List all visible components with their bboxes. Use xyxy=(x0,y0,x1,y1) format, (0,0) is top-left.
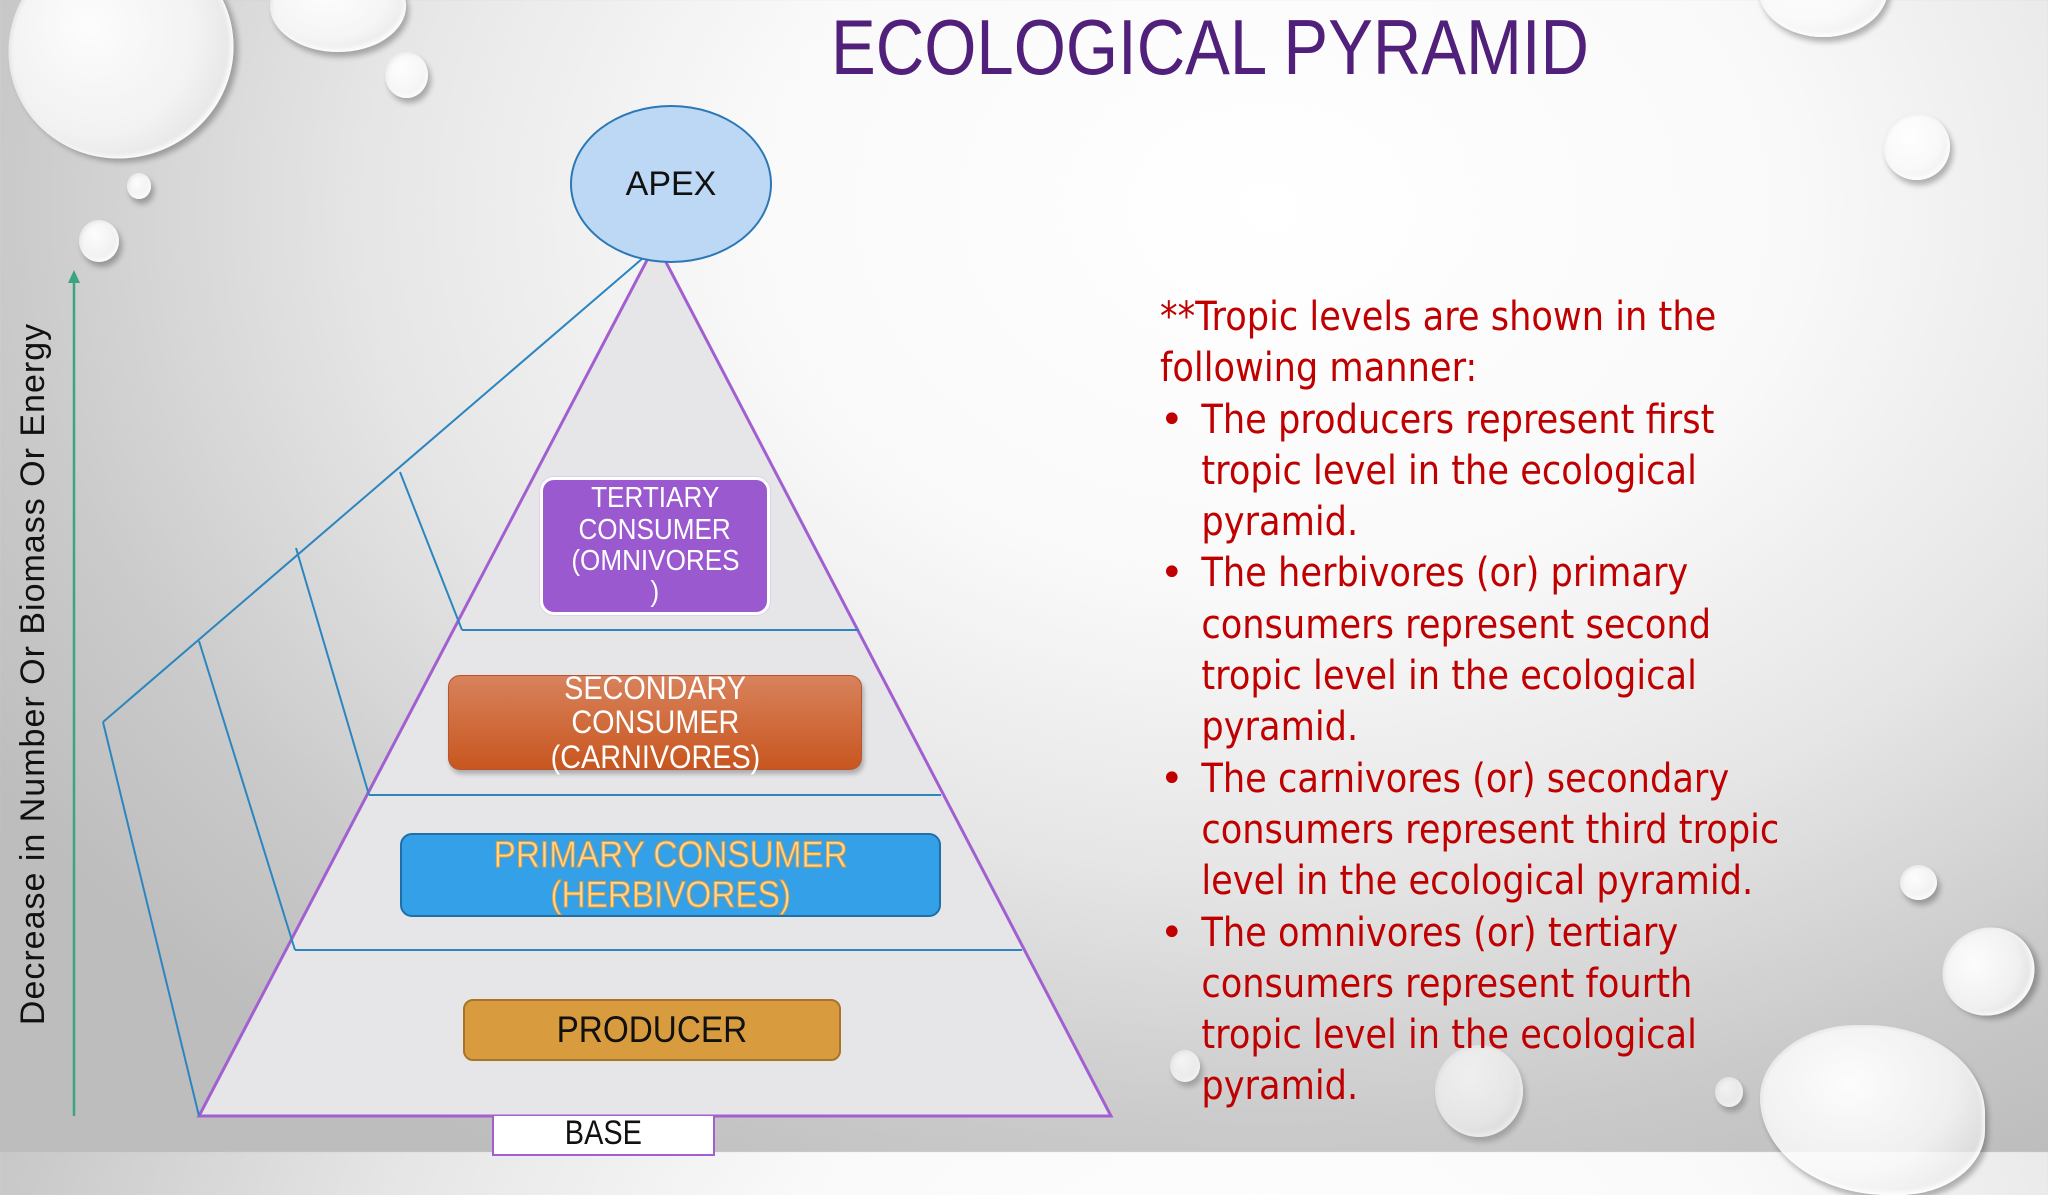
water-drop-decoration xyxy=(1900,865,1937,900)
bullet-item: • The omnivores (or) tertiary consumers … xyxy=(1160,908,2020,1113)
arrow-up-icon xyxy=(68,270,80,283)
bullet-line: The carnivores (or) secondary xyxy=(1201,755,1730,802)
bullet-item: • The producers represent first tropic l… xyxy=(1160,395,2020,549)
level-label: (OMNIVORES xyxy=(570,545,740,577)
bullet-line: tropic level in the ecological xyxy=(1201,447,1697,494)
side-line xyxy=(295,547,370,796)
side-line xyxy=(102,721,200,1117)
water-drop-decoration xyxy=(127,173,151,199)
level-label: PRIMARY CONSUMER xyxy=(493,834,848,876)
water-drop-decoration xyxy=(1170,1050,1200,1082)
water-drop-decoration xyxy=(79,220,119,262)
level-label: ) xyxy=(650,576,660,609)
bullet-line: The omnivores (or) tertiary xyxy=(1201,909,1679,956)
water-drop-decoration xyxy=(1715,1077,1743,1107)
producer-box: PRODUCER xyxy=(463,999,841,1061)
bullet-item: • The carnivores (or) secondary consumer… xyxy=(1160,754,2020,908)
apex-ellipse: APEX xyxy=(570,105,772,263)
notes-intro-line: **Tropic levels are shown in the xyxy=(1160,294,1717,340)
apex-label: APEX xyxy=(625,164,717,203)
level-label: TERTIARY xyxy=(590,482,720,515)
bullet-line: pyramid. xyxy=(1201,499,1359,546)
water-drop-decoration xyxy=(1883,113,1950,180)
bullet-line: tropic level in the ecological xyxy=(1201,653,1697,700)
level-label: (HERBIVORES) xyxy=(550,874,791,915)
level-label: CONSUMER xyxy=(578,513,732,546)
side-line xyxy=(198,640,296,951)
bullet-icon: • xyxy=(1160,909,1184,956)
water-drop-decoration xyxy=(1435,1045,1523,1137)
water-drop-decoration xyxy=(385,52,428,98)
bullet-line: tropic level in the ecological xyxy=(1201,1012,1697,1059)
bullet-icon: • xyxy=(1160,396,1184,443)
bullet-line: level in the ecological pyramid. xyxy=(1201,858,1754,905)
bullet-line: consumers represent fourth xyxy=(1201,960,1693,1007)
base-label: BASE xyxy=(564,1114,643,1152)
slide-title: ECOLOGICAL PYRAMID xyxy=(831,3,1589,91)
bullet-line: The producers represent first xyxy=(1201,396,1715,443)
notes-intro-line: following manner: xyxy=(1160,345,1478,392)
level-label: CONSUMER xyxy=(570,704,739,741)
bullet-line: pyramid. xyxy=(1201,1063,1359,1110)
bullet-icon: • xyxy=(1160,550,1184,597)
bullet-icon: • xyxy=(1160,755,1184,802)
level-label: SECONDARY xyxy=(564,669,746,706)
bullet-line: consumers represent second xyxy=(1201,601,1712,648)
base-label-box: BASE xyxy=(492,1116,715,1156)
bullet-line: The herbivores (or) primary xyxy=(1201,550,1689,597)
bullet-line: pyramid. xyxy=(1201,704,1359,751)
axis-label: Decrease in Number Or Biomass Or Energy xyxy=(14,322,52,1026)
notes-text: **Tropic levels are shown in the followi… xyxy=(1160,292,2020,1113)
side-line xyxy=(102,257,644,723)
tertiary-consumer-box: TERTIARY CONSUMER (OMNIVORES ) xyxy=(540,477,770,615)
level-label: (CARNIVORES) xyxy=(550,738,760,775)
secondary-consumer-box: SECONDARY CONSUMER (CARNIVORES) xyxy=(448,671,862,774)
side-line xyxy=(399,471,463,631)
primary-consumer-box: PRIMARY CONSUMER (HERBIVORES) xyxy=(400,833,941,917)
bullet-item: • The herbivores (or) primary consumers … xyxy=(1160,548,2020,753)
level-label: PRODUCER xyxy=(556,1009,748,1051)
bullet-line: consumers represent third tropic xyxy=(1201,806,1780,853)
